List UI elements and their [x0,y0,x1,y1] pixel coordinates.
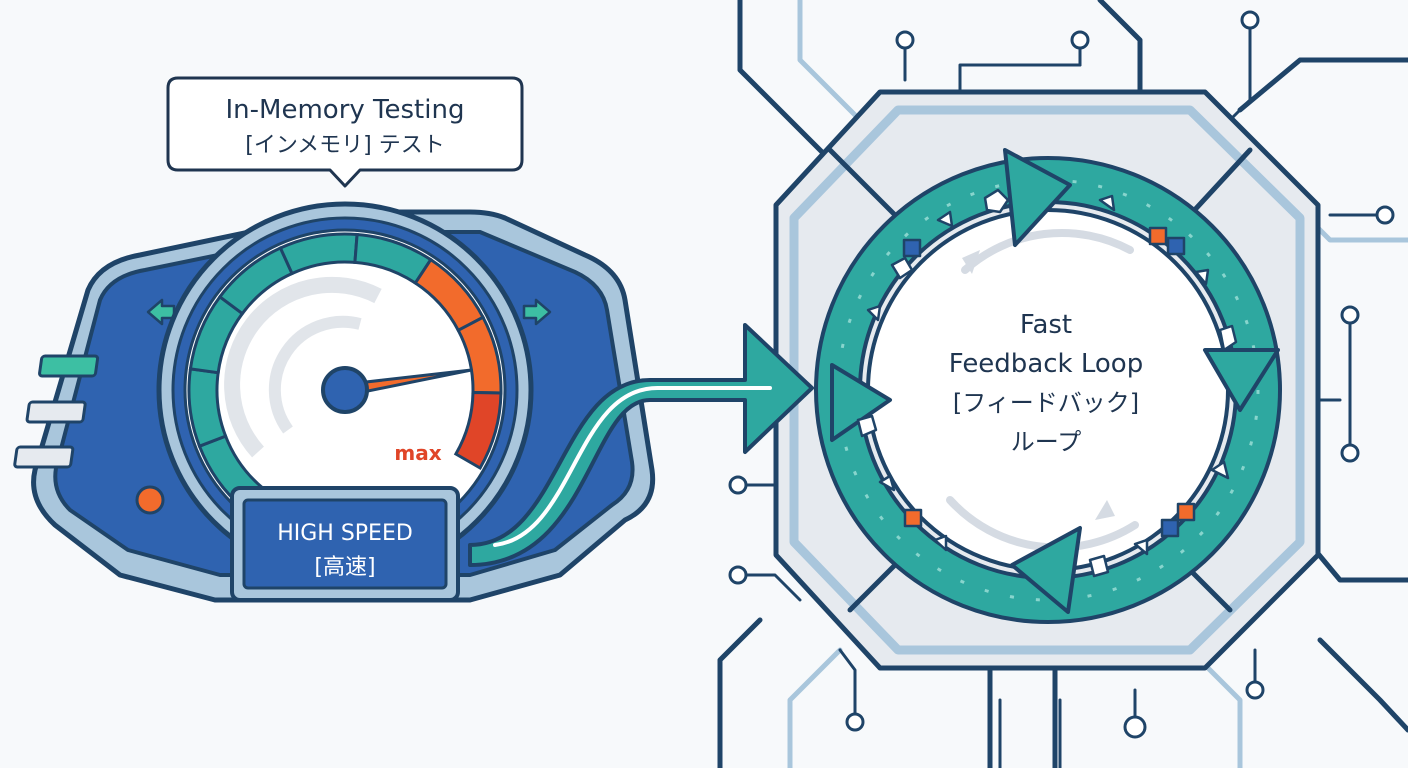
gauge-scale [187,232,503,512]
needle-hub [321,366,369,414]
indicator-bars [13,354,100,469]
cycle-arrows-icon [830,148,1280,614]
dashboard-cluster: max HIGH SPEED [高速] [13,201,656,603]
loop-title-line1: Fast [1020,310,1072,340]
loop-label: Fast Feedback Loop [フィードバック] ループ [949,310,1143,456]
arrow-right-icon [522,298,552,326]
callout-line1: In-Memory Testing [226,95,465,125]
gauge-segment [453,390,503,471]
callout-bubble: In-Memory Testing [インメモリ] テスト [166,76,524,188]
warning-light-icon [135,485,165,515]
panel-corner-traces [827,147,1253,768]
speed-badge [242,498,448,590]
speed-badge-line2: [高速] [314,555,375,580]
loop-title-line3: [フィードバック] [953,389,1139,417]
loop-title-line4: ループ [1011,428,1082,456]
flow-arrow-icon [468,323,814,567]
data-packets [856,188,1238,578]
loop-title-line2: Feedback Loop [949,349,1143,379]
gauge-max-label: max [394,441,441,465]
speed-badge-line1: HIGH SPEED [277,521,413,546]
circuit-nodes [728,10,1395,739]
callout-line2: [インメモリ] テスト [245,133,445,158]
